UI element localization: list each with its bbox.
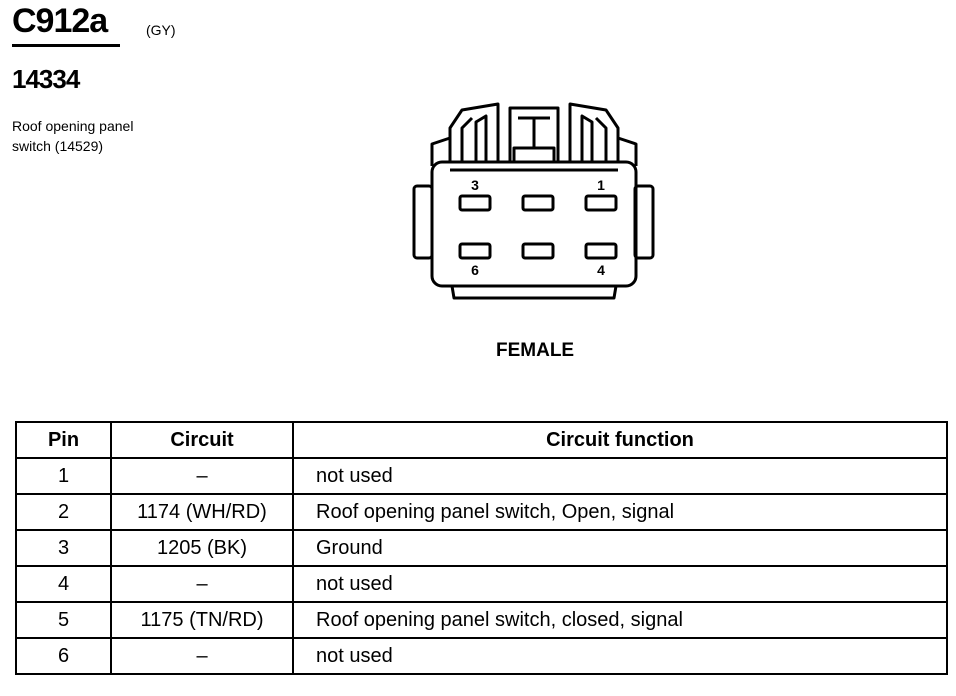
right-latch-rib-2 <box>580 114 594 162</box>
function-cell: Roof opening panel switch, closed, signa… <box>292 601 948 639</box>
circuit-cell: 1205 (BK) <box>110 529 294 567</box>
pin-label-1: 1 <box>597 177 605 193</box>
pin-label-4: 4 <box>597 262 605 278</box>
right-latch <box>568 102 620 162</box>
left-latch-rib-1 <box>460 116 474 162</box>
connector-id: C912a <box>12 2 108 40</box>
header-circuit-function: Circuit function <box>292 421 948 459</box>
component-description: Roof opening panel switch (14529) <box>12 116 212 156</box>
pin-cell: 6 <box>15 637 112 675</box>
left-latch-rib-2 <box>474 114 488 162</box>
pin-cavity-1 <box>584 194 618 212</box>
function-cell: not used <box>292 637 948 675</box>
table-row: 2 1174 (WH/RD) Roof opening panel switch… <box>15 493 948 531</box>
pin-cell: 4 <box>15 565 112 603</box>
function-cell: not used <box>292 565 948 603</box>
circuit-cell: 1174 (WH/RD) <box>110 493 294 531</box>
connector-gender-label: FEMALE <box>496 340 575 361</box>
header-circuit: Circuit <box>110 421 294 459</box>
connector-id-underline <box>12 44 120 47</box>
function-cell: Ground <box>292 529 948 567</box>
pin-cell: 2 <box>15 493 112 531</box>
pin-cavity-5 <box>521 242 555 260</box>
circuit-cell: – <box>110 565 294 603</box>
connector-body <box>430 160 638 288</box>
circuit-cell: 1175 (TN/RD) <box>110 601 294 639</box>
pin-cavity-3 <box>458 194 492 212</box>
left-side-tab <box>412 184 434 260</box>
description-line-1: Roof opening panel <box>12 118 134 134</box>
bottom-rail <box>450 285 618 300</box>
table-row: 4 – not used <box>15 565 948 603</box>
table-row: 6 – not used <box>15 637 948 675</box>
pin-label-3: 3 <box>471 177 479 193</box>
color-code: (GY) <box>146 22 176 38</box>
table-row: 5 1175 (TN/RD) Roof opening panel switch… <box>15 601 948 639</box>
right-side-tab <box>633 184 655 260</box>
pin-cell: 1 <box>15 457 112 495</box>
table-row: 3 1205 (BK) Ground <box>15 529 948 567</box>
right-latch-rib-1 <box>594 116 608 162</box>
table-header-row: Pin Circuit Circuit function <box>15 421 948 459</box>
pin-label-6: 6 <box>471 262 479 278</box>
left-latch <box>448 102 500 162</box>
function-cell: not used <box>292 457 948 495</box>
function-cell: Roof opening panel switch, Open, signal <box>292 493 948 531</box>
pin-cavity-6 <box>458 242 492 260</box>
center-lock <box>508 106 560 162</box>
part-number: 14334 <box>12 64 80 94</box>
pin-cell: 5 <box>15 601 112 639</box>
description-line-2: switch (14529) <box>12 138 104 154</box>
pin-cavity-2 <box>521 194 555 212</box>
table-row: 1 – not used <box>15 457 948 495</box>
pin-cavity-4 <box>584 242 618 260</box>
circuit-cell: – <box>110 637 294 675</box>
pin-table: Pin Circuit Circuit function 1 – not use… <box>15 421 948 675</box>
pin-cell: 3 <box>15 529 112 567</box>
header-pin: Pin <box>15 421 112 459</box>
circuit-cell: – <box>110 457 294 495</box>
connector-face-diagram: 3 1 6 4 <box>412 102 655 300</box>
center-lock-key <box>512 146 556 164</box>
